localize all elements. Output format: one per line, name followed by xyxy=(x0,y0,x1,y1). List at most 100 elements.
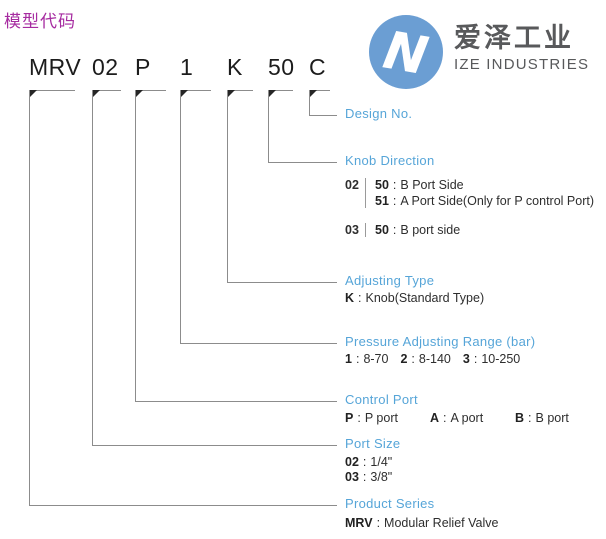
pair-key: 50 xyxy=(375,223,389,237)
section-label-design-no-: Design No. xyxy=(345,106,413,121)
pair-key: 50 xyxy=(375,178,389,192)
connector-horizontal-line xyxy=(309,115,337,116)
code-segment-MRV: MRV xyxy=(29,54,82,80)
code-pair: 02:1/4" xyxy=(345,455,392,470)
pair-key: B xyxy=(515,411,525,425)
ize-logo: N 爱泽工业 IZE INDUSTRIES xyxy=(368,14,589,90)
code-pair: A:A port xyxy=(430,410,515,426)
group-divider xyxy=(365,178,366,208)
pair-separator: : xyxy=(358,291,362,305)
bracket-bar-line xyxy=(227,90,253,91)
section-label-adjusting-type: Adjusting Type xyxy=(345,273,435,288)
group-divider xyxy=(365,223,366,237)
pair-key: A xyxy=(430,411,440,425)
connector-vertical-line xyxy=(180,90,181,344)
pair-key: P xyxy=(345,411,354,425)
pair-key: 2 xyxy=(400,352,408,366)
code-pair: K:Knob(Standard Type) xyxy=(345,290,484,306)
code-pair: P:P port xyxy=(345,410,430,426)
connector-vertical-line xyxy=(29,90,30,506)
code-pair: B:B port xyxy=(515,410,600,426)
pair-key: 51 xyxy=(375,194,389,208)
pair-value: B port side xyxy=(400,223,461,237)
group-rows: 50:B port side xyxy=(375,222,460,238)
pair-separator: : xyxy=(392,178,397,192)
bracket-bar-line xyxy=(309,90,330,91)
pair-value: B port xyxy=(535,411,569,425)
connector-horizontal-line xyxy=(29,505,337,506)
bracket-bar-line xyxy=(135,90,166,91)
pair-key: 03 xyxy=(345,469,359,484)
pair-value: P port xyxy=(364,411,398,425)
pair-key: 3 xyxy=(462,352,470,366)
code-pair: 50:B port side xyxy=(375,222,460,238)
bracket-bar-line xyxy=(180,90,211,91)
pair-separator: : xyxy=(443,411,447,425)
bracket-corner-triangle xyxy=(268,90,276,98)
pair-value: Knob(Standard Type) xyxy=(365,291,485,305)
connector-vertical-line xyxy=(268,90,269,163)
pair-value: A port xyxy=(450,411,484,425)
pair-key: 1 xyxy=(345,352,352,366)
code-segment-50: 50 xyxy=(268,54,295,80)
pair-separator: : xyxy=(392,223,397,237)
pair-separator: : xyxy=(392,194,397,208)
section-content: K:Knob(Standard Type) xyxy=(345,290,484,306)
section-label-product-series: Product Series xyxy=(345,496,435,511)
bracket-corner-triangle xyxy=(309,90,317,98)
connector-vertical-line xyxy=(135,90,136,402)
pair-separator: : xyxy=(362,469,367,484)
page-title: 模型代码 xyxy=(4,12,76,31)
connector-vertical-line xyxy=(309,90,310,116)
section-content: MRV:Modular Relief Valve xyxy=(345,515,498,531)
ize-logo-icon: N xyxy=(369,15,443,89)
pair-separator: : xyxy=(362,455,367,469)
logo-cn-text: 爱泽工业 xyxy=(454,23,574,53)
connector-horizontal-line xyxy=(135,401,337,402)
bracket-bar-line xyxy=(92,90,121,91)
section-label-knob-direction: Knob Direction xyxy=(345,153,435,168)
code-pair: 2:8-140 xyxy=(400,351,450,367)
pair-key: MRV xyxy=(345,516,373,530)
bracket-corner-triangle xyxy=(180,90,188,98)
code-pair: 51:A Port Side(Only for P control Port) xyxy=(375,193,594,209)
pair-value: 1/4" xyxy=(370,455,393,469)
connector-vertical-line xyxy=(227,90,228,283)
pair-separator: : xyxy=(528,411,532,425)
pair-separator: : xyxy=(376,516,381,530)
section-label-pressure-adjusting-range-bar-: Pressure Adjusting Range (bar) xyxy=(345,334,536,349)
pair-separator: : xyxy=(355,352,360,366)
logo-en-text: IZE INDUSTRIES xyxy=(454,56,590,73)
code-segment-1: 1 xyxy=(180,54,194,80)
bracket-corner-triangle xyxy=(135,90,143,98)
pair-key: K xyxy=(345,291,355,305)
bracket-bar-line xyxy=(29,90,75,91)
code-segment-P: P xyxy=(135,54,151,80)
connector-horizontal-line xyxy=(92,445,337,446)
bracket-bar-line xyxy=(268,90,293,91)
pair-separator: : xyxy=(357,411,361,425)
pair-value: 10-250 xyxy=(481,352,521,366)
pair-separator: : xyxy=(473,352,478,366)
pair-value: 8-140 xyxy=(418,352,451,366)
pair-key: 02 xyxy=(345,455,359,469)
code-segment-K: K xyxy=(227,54,243,80)
code-pair: MRV:Modular Relief Valve xyxy=(345,515,498,531)
connector-horizontal-line xyxy=(180,343,337,344)
code-segment-C: C xyxy=(309,54,327,80)
pair-value: A Port Side(Only for P control Port) xyxy=(400,194,594,208)
pair-value: B Port Side xyxy=(400,178,464,192)
connector-horizontal-line xyxy=(227,282,337,283)
connector-horizontal-line xyxy=(268,162,337,163)
section-content: 02:1/4"03:3/8" xyxy=(345,455,392,484)
group-key: 02 xyxy=(345,178,359,192)
bracket-corner-triangle xyxy=(29,90,37,98)
section-label-port-size: Port Size xyxy=(345,436,401,451)
pair-value: 3/8" xyxy=(370,469,393,484)
